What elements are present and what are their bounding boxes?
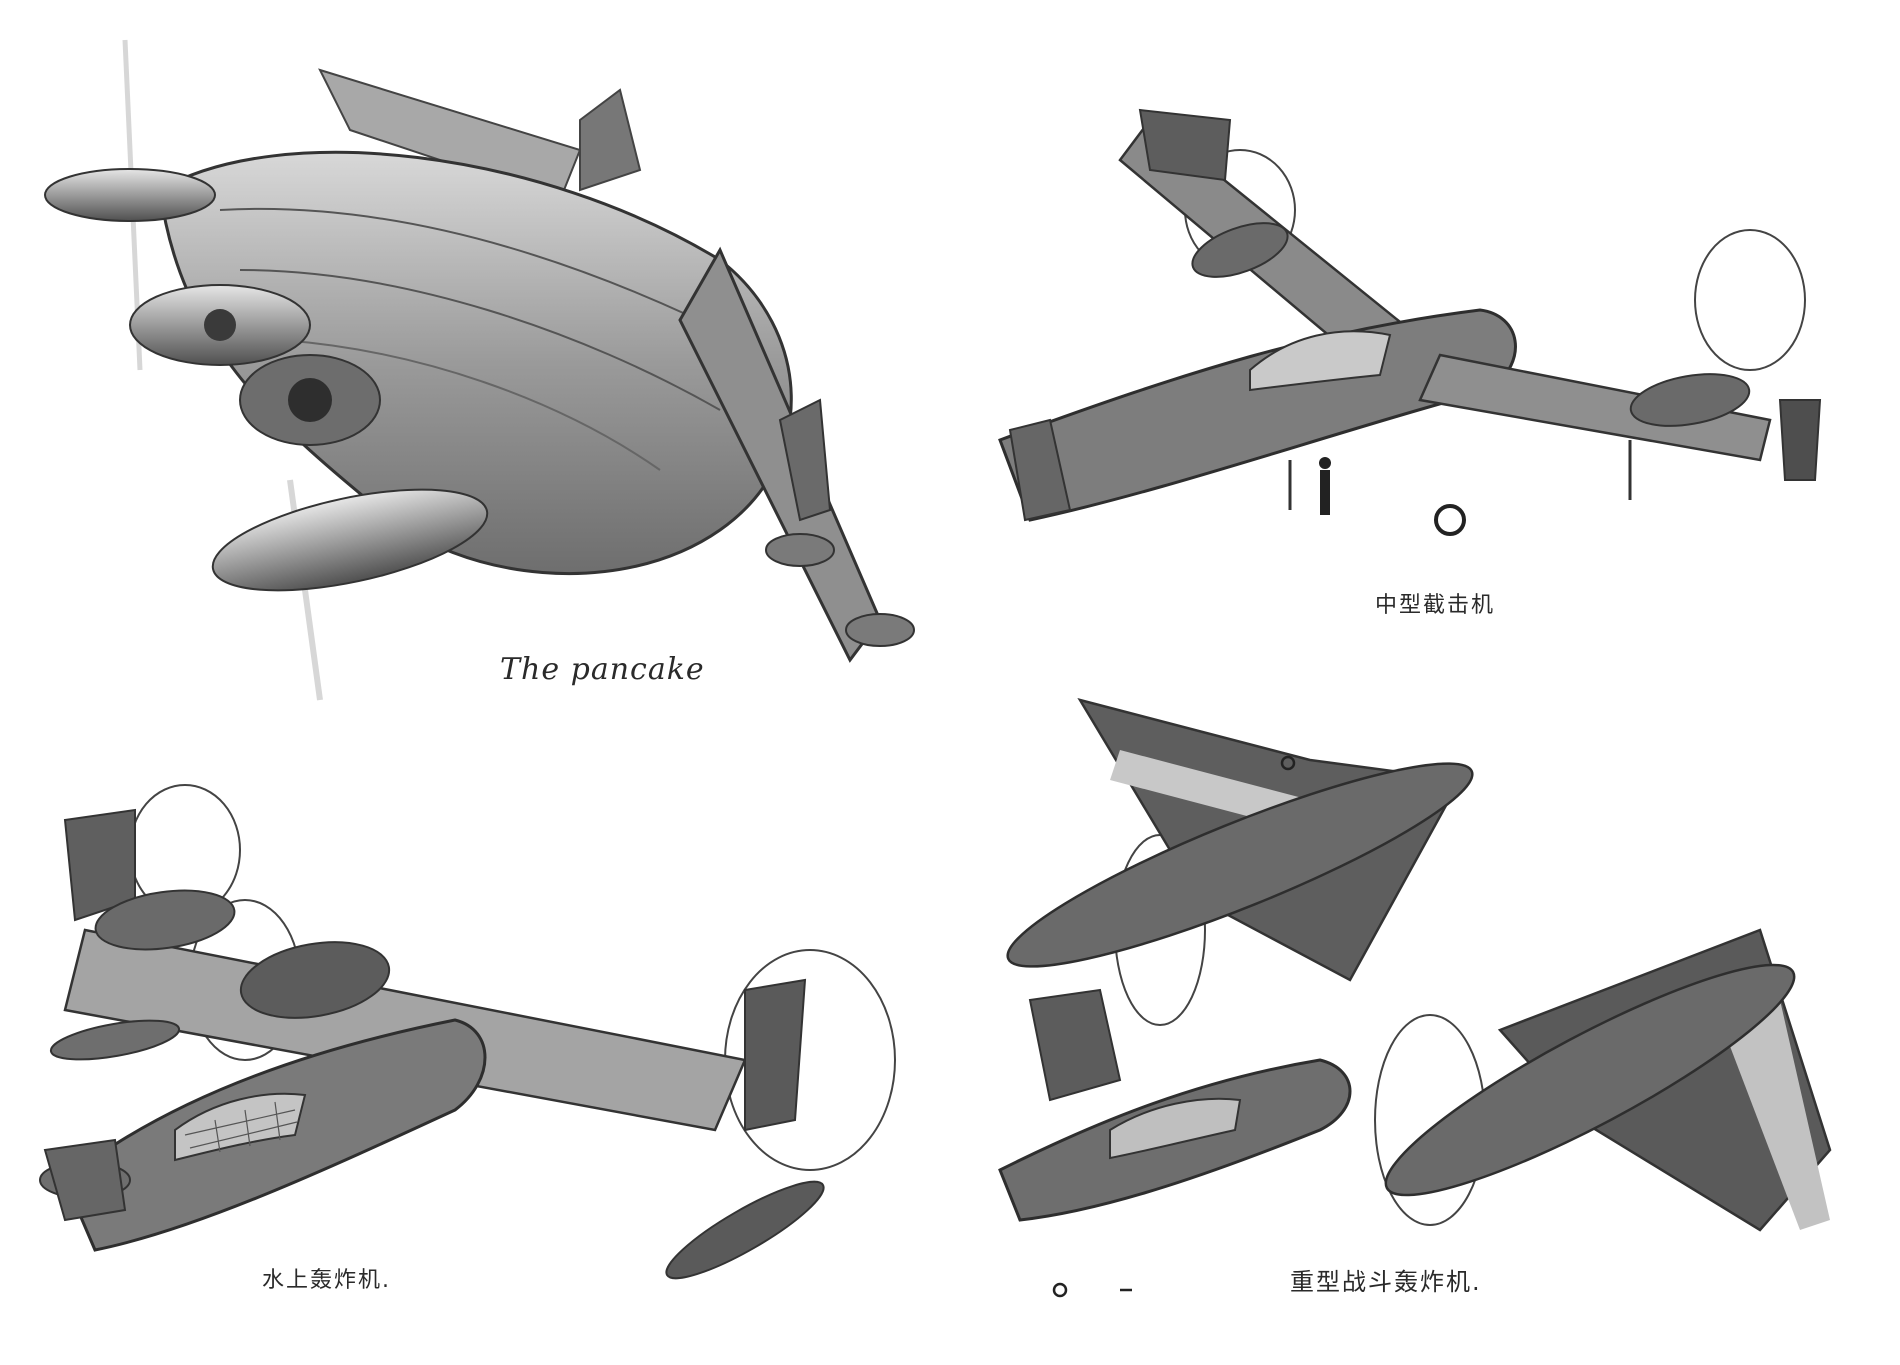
pancake-aircraft-drawing xyxy=(44,39,915,701)
heavy-fighter-bomber-drawing xyxy=(998,698,1832,1298)
seaplane-caption: 水上轰炸机. xyxy=(262,1268,391,1293)
interceptor-aircraft-sketch xyxy=(990,100,1860,580)
heavy-fighter-bomber-sketch xyxy=(960,698,1890,1320)
pancake-aircraft-sketch xyxy=(20,39,950,720)
interceptor-aircraft-drawing xyxy=(998,108,1822,536)
seaplane-bomber-sketch xyxy=(25,784,925,1310)
interceptor-caption: 中型截击机 xyxy=(1375,593,1496,618)
pancake-caption: The pancake xyxy=(500,652,705,687)
heavy-fighter-bomber-caption: 重型战斗轰炸机. xyxy=(1290,1268,1482,1296)
seaplane-bomber-drawing xyxy=(39,784,896,1280)
